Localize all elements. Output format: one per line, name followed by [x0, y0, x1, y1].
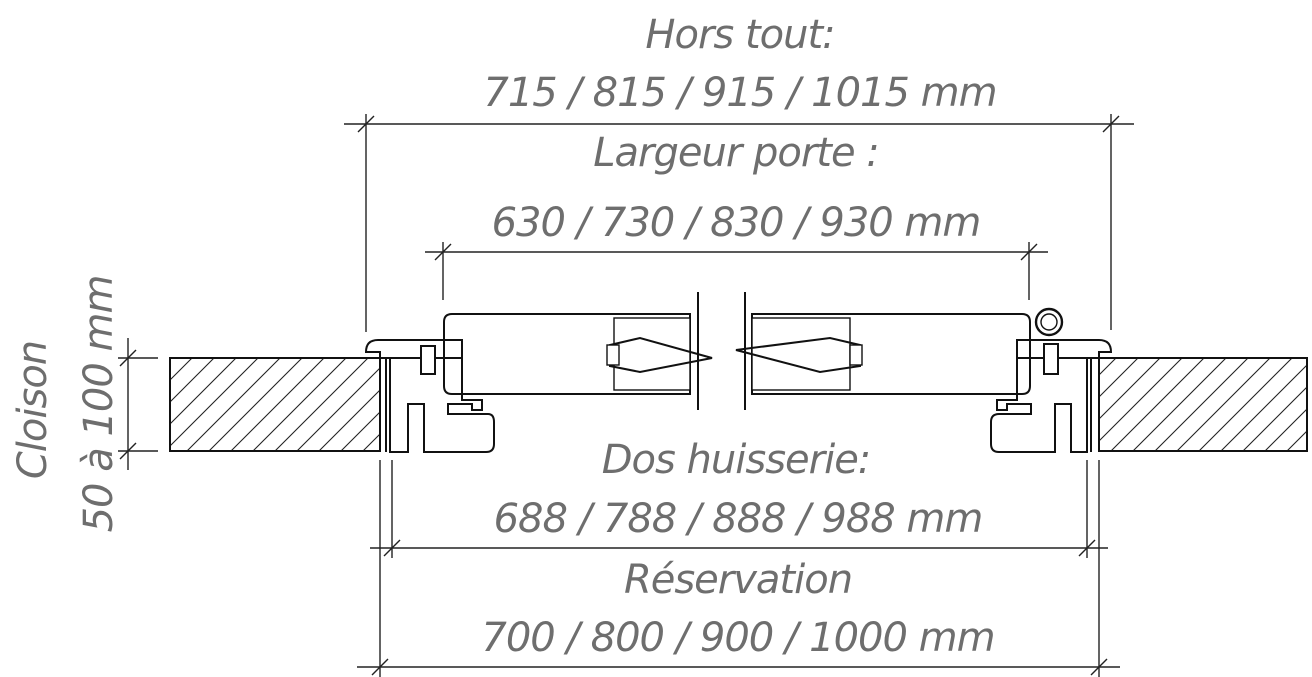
reservation-title: Réservation	[624, 557, 852, 603]
left-door-frame	[364, 339, 495, 453]
right-door-frame	[990, 307, 1113, 453]
largeur-porte-dimension	[425, 242, 1048, 300]
hors-tout-title: Hors tout:	[645, 12, 834, 58]
left-wall	[169, 357, 381, 452]
door-leaf-right	[735, 292, 1031, 410]
hors-tout-values: 715 / 815 / 915 / 1015 mm	[483, 70, 996, 116]
hors-tout-dimension	[344, 114, 1134, 332]
reservation-values: 700 / 800 / 900 / 1000 mm	[481, 615, 994, 661]
dos-huisserie-values: 688 / 788 / 888 / 988 mm	[494, 496, 983, 542]
door-leaf-left	[443, 292, 713, 410]
largeur-porte-values: 630 / 730 / 830 / 930 mm	[492, 200, 981, 246]
reservation-dimension	[357, 460, 1120, 677]
right-wall	[1098, 357, 1308, 452]
dos-huisserie-title: Dos huisserie:	[602, 437, 871, 483]
cloison-title: Cloison	[10, 341, 56, 479]
largeur-porte-title: Largeur porte :	[593, 130, 879, 176]
cloison-dimension	[118, 338, 158, 470]
dos-huisserie-dimension	[370, 460, 1108, 558]
cloison-values: 50 à 100 mm	[76, 276, 122, 533]
